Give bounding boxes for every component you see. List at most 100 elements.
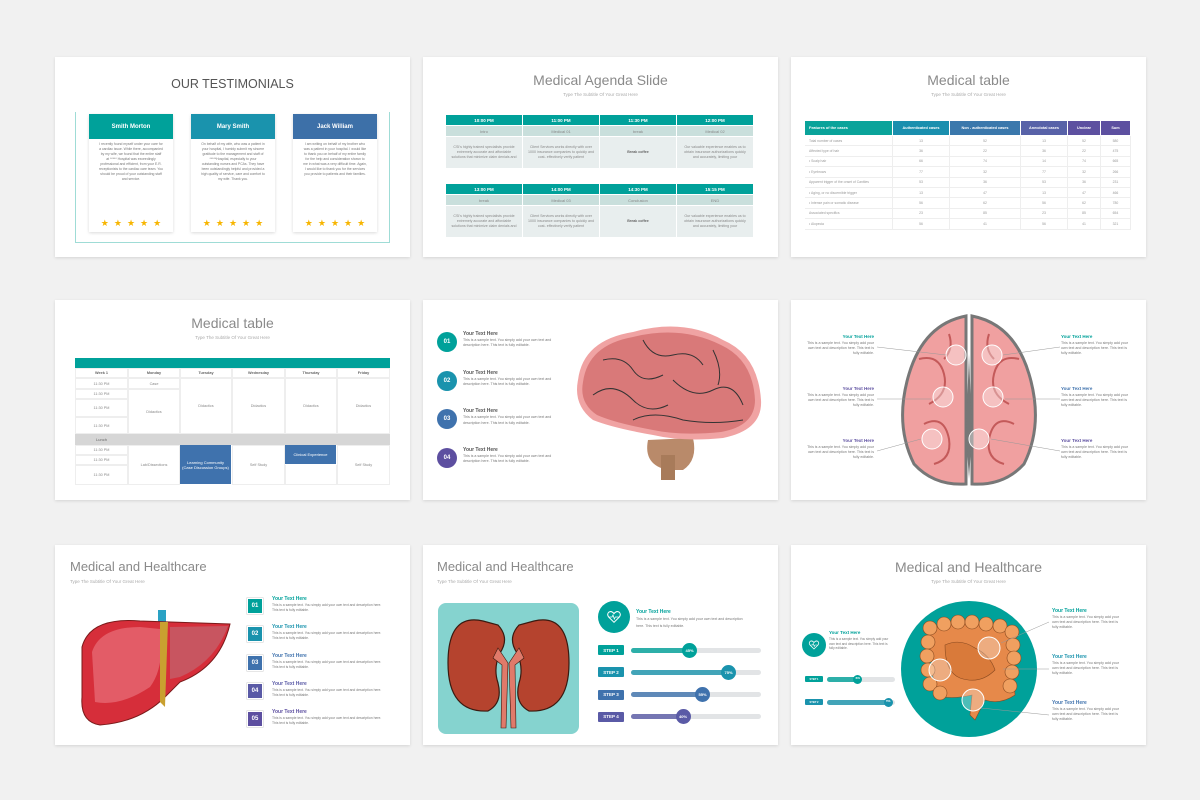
progress-fill [631, 669, 729, 675]
star-icon: ★ [153, 218, 162, 228]
slide-title: Medical table [191, 315, 274, 331]
table-cell: 321 [1101, 219, 1131, 230]
agenda-session: Medical 01 [523, 126, 600, 137]
schedule-header: Week 1 [75, 368, 128, 378]
schedule-header: Wednesday [232, 368, 285, 378]
heading: Your Text Here [636, 609, 671, 615]
agenda-description: Break coffee [600, 206, 677, 238]
item-text: This is a sample text. You simply add yo… [807, 445, 874, 460]
schedule-header: Friday [337, 368, 390, 378]
table-cell: 56 [1021, 198, 1068, 209]
schedule-clinical: Clinical Experience [285, 445, 337, 465]
agenda-time: 12:00 PM [677, 115, 754, 126]
item-text: This is a sample text. You simply add yo… [272, 716, 382, 726]
agenda-description: Client Services works directly with over… [523, 206, 600, 238]
slide-subtitle: Type The Subtitle Of Your Great Here [931, 92, 1006, 97]
number-badge: 02 [437, 370, 457, 391]
item-title: Your Text Here [463, 408, 498, 415]
step-label: STEP 2 [805, 699, 823, 705]
time-cell: 11:30 PM [75, 399, 128, 417]
table-cell: 36 [893, 146, 950, 157]
item-text: This is a sample text. You simply add yo… [272, 687, 382, 697]
agenda-time: 14:30 PM [600, 184, 677, 195]
description: This is a sample text. You simply add yo… [829, 637, 889, 651]
agenda-description: Break coffee [600, 137, 677, 169]
item-text: This is a sample text. You simply add yo… [463, 415, 552, 425]
agenda-description: CSI's highly trained specialists provide… [446, 137, 523, 169]
table-cell: 13 [1021, 136, 1068, 147]
schedule-header: Thursday [285, 368, 337, 378]
connector-lines [791, 300, 1146, 500]
schedule-header: Tuesday [180, 368, 232, 378]
star-icon: ★ [126, 218, 136, 228]
number-badge: 04 [247, 682, 263, 699]
table-cell: 74 [950, 156, 1021, 168]
lunch-label: Lunch [96, 437, 107, 442]
item-title: Your Text Here [1061, 438, 1093, 443]
time-cell: 11:30 PM [75, 389, 128, 399]
slide-title: Medical and Healthcare [70, 559, 207, 574]
schedule-didactics: Didactics [232, 378, 285, 434]
time-cell: 11:30 PM [75, 445, 128, 455]
item-text: This is a sample text. You simply add yo… [463, 454, 552, 464]
table-cell: 36 [1068, 177, 1101, 188]
schedule-lab: Lab/Dissections [128, 445, 180, 485]
item-text: This is a sample text. You simply add yo… [272, 631, 382, 641]
progress-fill [827, 676, 858, 682]
slide-title: Medical and Healthcare [894, 559, 1043, 575]
progress-thumb: 55% [695, 687, 710, 703]
number-badge: 02 [247, 626, 263, 643]
testimonial-text: I recently found myself under your care … [99, 142, 163, 181]
table-cell: 47 [1068, 188, 1101, 199]
progress-fill [827, 699, 889, 705]
progress-fill [631, 647, 690, 653]
table-cell: 13 [893, 188, 950, 199]
number-badge: 01 [437, 332, 457, 352]
heading: Your Text Here [829, 630, 861, 635]
table-cell: 13 [893, 136, 950, 147]
schedule-didactics: Didactics [128, 389, 180, 434]
agenda-time: 10:00 PM [446, 115, 523, 126]
agenda-description: Our valuable experience enables us to ob… [677, 137, 754, 169]
agenda-session: END [677, 195, 754, 206]
schedule-case: Case [128, 378, 180, 389]
slide-subtitle: Type The Subtitle Of Your Great Here [70, 579, 145, 584]
table-band [75, 358, 390, 368]
star-icon: ★ [202, 218, 211, 228]
star-icon: ★ [304, 218, 313, 228]
agenda-session: Conclusion [600, 195, 677, 206]
item-title: Your Text Here [463, 447, 498, 454]
table-header: Anecdotal cases [1021, 121, 1068, 136]
slide-title: Medical table [927, 72, 1010, 88]
table-cell: Associated specifics [805, 208, 893, 220]
progress-thumb: 75% [721, 664, 736, 680]
item-title: Your Text Here [1052, 654, 1087, 660]
time-cell: 11:30 PM [75, 417, 128, 434]
progress-fill [631, 714, 683, 720]
star-icon: ★ [242, 218, 251, 228]
table-cell: 77 [1021, 167, 1068, 178]
intestine-illustration [900, 600, 1038, 738]
item-title: Your Text Here [272, 680, 307, 687]
table-cell: 32 [950, 167, 1021, 178]
table-cell: 56 [893, 198, 950, 209]
star-rating: ★★★★★ [191, 213, 275, 231]
progress-thumb: 45% [853, 674, 863, 684]
table-cell: 32 [1068, 167, 1101, 178]
schedule-self-study: Self Study [232, 445, 285, 485]
testimonial-text: On behalf of my wife, who was a patient … [201, 142, 265, 181]
number-badge: 03 [247, 654, 263, 671]
table-cell: 580 [1101, 136, 1131, 147]
schedule-header: Monday [128, 368, 180, 378]
star-icon: ★ [113, 218, 122, 228]
step-label: STEP 1 [598, 645, 624, 655]
